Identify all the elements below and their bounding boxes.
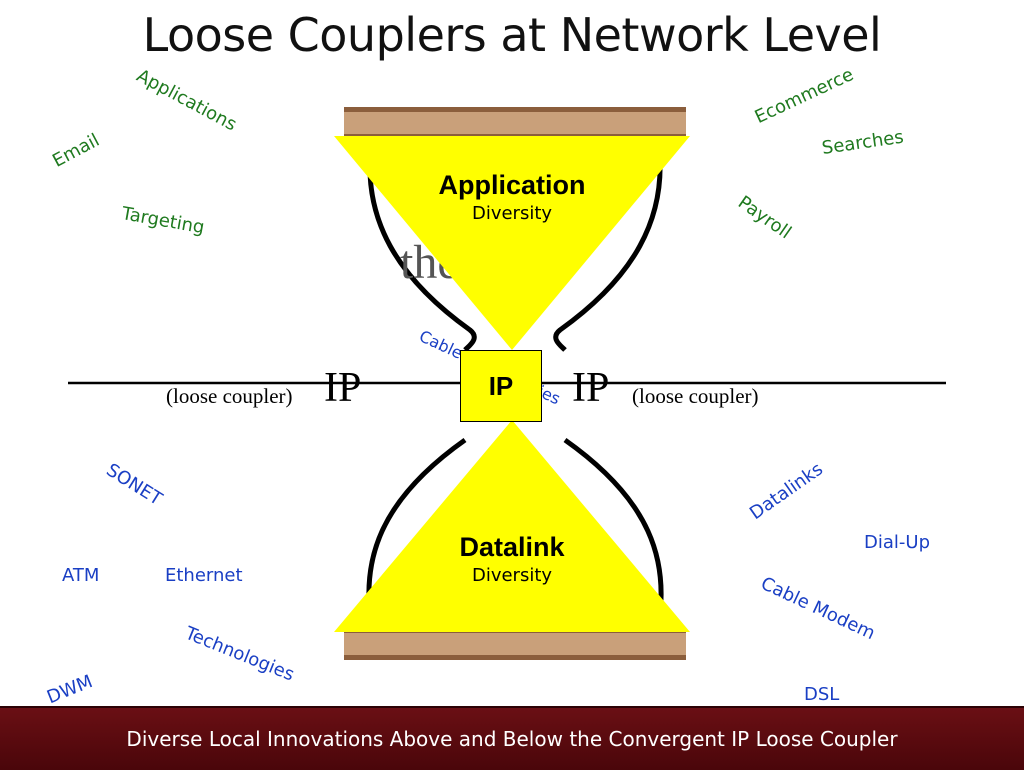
application-subtitle: Diversity bbox=[471, 203, 553, 224]
term-dsl: DSL bbox=[804, 684, 840, 705]
term-atm: ATM bbox=[62, 565, 100, 586]
datalink-label: Datalink Diversity bbox=[402, 532, 622, 586]
left-coupler-label: (loose coupler) bbox=[166, 384, 293, 408]
footer-text: Diverse Local Innovations Above and Belo… bbox=[126, 727, 898, 751]
term-ethernet: Ethernet bbox=[165, 565, 243, 586]
bottom-wood-cap bbox=[344, 628, 686, 660]
datalink-subtitle: Diversity bbox=[471, 565, 553, 586]
hourglass-diagram: the waist Cable Technologies bbox=[68, 107, 946, 660]
term-dial-up: Dial-Up bbox=[864, 532, 930, 553]
application-title: Application bbox=[438, 170, 586, 200]
top-wood-cap bbox=[344, 107, 686, 139]
datalink-triangle bbox=[334, 420, 690, 632]
hourglass-outline bbox=[366, 138, 664, 629]
datalink-title: Datalink bbox=[459, 532, 565, 562]
application-label: Application Diversity bbox=[402, 170, 622, 224]
footer-banner: Diverse Local Innovations Above and Belo… bbox=[0, 706, 1024, 770]
left-ip-label: IP bbox=[324, 365, 362, 411]
ip-box: IP bbox=[460, 350, 542, 422]
right-coupler-label: (loose coupler) bbox=[632, 384, 759, 408]
slide-title: Loose Couplers at Network Level bbox=[142, 8, 882, 62]
application-triangle bbox=[334, 136, 690, 350]
right-ip-label: IP bbox=[572, 365, 610, 411]
